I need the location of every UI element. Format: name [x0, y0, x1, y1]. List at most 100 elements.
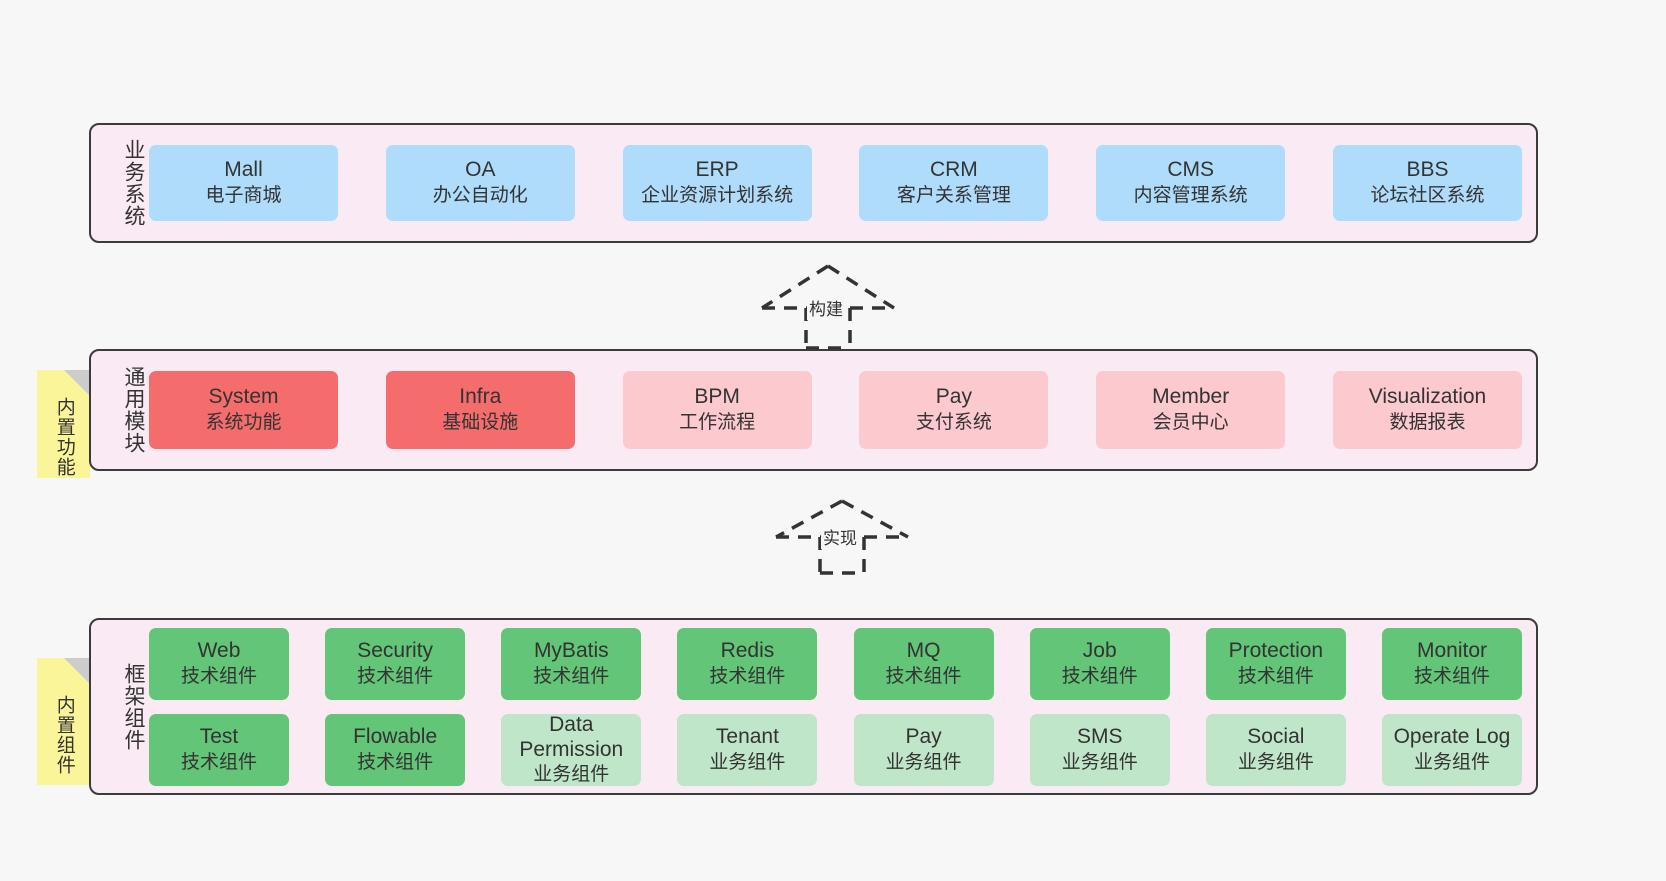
- box-social-subtitle: 业务组件: [1237, 751, 1314, 773]
- box-sms-subtitle: 业务组件: [1061, 751, 1138, 773]
- layer-title-business-systems: 业务系统: [122, 139, 145, 227]
- box-security-subtitle: 技术组件: [357, 665, 434, 687]
- box-sms-title: SMS: [1076, 724, 1123, 748]
- box-test[interactable]: Test 技术组件: [149, 713, 289, 786]
- box-operate-log[interactable]: Operate Log 业务组件: [1381, 713, 1522, 786]
- box-member[interactable]: Member 会员中心: [1096, 371, 1286, 449]
- box-infra[interactable]: Infra 基础设施: [385, 371, 575, 449]
- box-test-subtitle: 技术组件: [180, 751, 257, 773]
- box-visualization[interactable]: Visualization 数据报表: [1332, 371, 1522, 449]
- box-crm-subtitle: 客户关系管理: [896, 185, 1011, 207]
- box-data-permission-subtitle: 业务组件: [533, 763, 610, 785]
- box-bbs-title: BBS: [1406, 158, 1449, 182]
- layer-framework-components: 框架组件 Web 技术组件 Security 技术组件 MyBatis 技术组件…: [89, 618, 1538, 795]
- box-mall[interactable]: Mall 电子商城: [149, 145, 338, 221]
- box-member-subtitle: 会员中心: [1152, 412, 1229, 434]
- box-social[interactable]: Social 业务组件: [1205, 713, 1346, 786]
- box-cms-subtitle: 内容管理系统: [1133, 185, 1248, 207]
- box-redis-title: Redis: [720, 638, 775, 662]
- box-operate-log-title: Operate Log: [1393, 724, 1511, 748]
- sticky-note-builtin-components: 内置组件: [37, 658, 90, 785]
- box-protection[interactable]: Protection 技术组件: [1205, 627, 1346, 700]
- box-protection-subtitle: 技术组件: [1237, 665, 1314, 687]
- box-visualization-subtitle: 数据报表: [1389, 412, 1466, 434]
- box-pay-component-title: Pay: [905, 724, 942, 748]
- box-data-permission[interactable]: Data Permission 业务组件: [501, 712, 642, 786]
- box-sms[interactable]: SMS 业务组件: [1029, 713, 1170, 786]
- framework-row-technical: Web 技术组件 Security 技术组件 MyBatis 技术组件 Redi…: [149, 627, 1522, 700]
- box-security[interactable]: Security 技术组件: [325, 627, 466, 700]
- box-test-title: Test: [199, 724, 239, 748]
- box-flowable-subtitle: 技术组件: [357, 751, 434, 773]
- box-bbs[interactable]: BBS 论坛社区系统: [1332, 145, 1522, 221]
- box-bpm-title: BPM: [694, 385, 740, 409]
- box-bbs-subtitle: 论坛社区系统: [1370, 185, 1485, 207]
- box-mq-title: MQ: [906, 638, 941, 662]
- box-mybatis-title: MyBatis: [533, 638, 609, 662]
- box-social-title: Social: [1247, 724, 1305, 748]
- layer-title-common-modules: 通用模块: [122, 366, 145, 454]
- box-pay-component-subtitle: 业务组件: [885, 751, 962, 773]
- box-mq-subtitle: 技术组件: [885, 665, 962, 687]
- box-job-subtitle: 技术组件: [1061, 665, 1138, 687]
- layer-framework-components-cells: Web 技术组件 Security 技术组件 MyBatis 技术组件 Redi…: [145, 620, 1536, 793]
- box-oa[interactable]: OA 办公自动化: [385, 145, 575, 221]
- connector-build-label: 构建: [807, 295, 845, 320]
- box-erp[interactable]: ERP 企业资源计划系统: [622, 145, 812, 221]
- box-mq[interactable]: MQ 技术组件: [853, 627, 994, 700]
- box-mall-subtitle: 电子商城: [205, 185, 282, 207]
- box-cms-title: CMS: [1167, 158, 1215, 182]
- sticky-note-builtin-components-label: 内置组件: [53, 694, 75, 775]
- box-operate-log-subtitle: 业务组件: [1413, 751, 1490, 773]
- box-tenant[interactable]: Tenant 业务组件: [677, 713, 818, 786]
- box-security-title: Security: [357, 638, 434, 662]
- box-bpm-subtitle: 工作流程: [679, 412, 756, 434]
- layer-business-systems: 业务系统 Mall 电子商城 OA 办公自动化 ERP 企业资源计划系统 CRM…: [89, 123, 1538, 243]
- box-job-title: Job: [1082, 638, 1117, 662]
- box-mybatis[interactable]: MyBatis 技术组件: [501, 627, 642, 700]
- box-visualization-title: Visualization: [1368, 385, 1487, 409]
- box-flowable-title: Flowable: [353, 724, 438, 748]
- box-monitor-subtitle: 技术组件: [1413, 665, 1490, 687]
- connector-implement-label: 实现: [821, 524, 859, 549]
- box-bpm[interactable]: BPM 工作流程: [622, 371, 812, 449]
- box-erp-subtitle: 企业资源计划系统: [641, 185, 794, 207]
- box-tenant-title: Tenant: [715, 724, 779, 748]
- box-crm[interactable]: CRM 客户关系管理: [859, 145, 1049, 221]
- box-oa-title: OA: [465, 158, 496, 182]
- connector-build: 构建: [758, 262, 898, 350]
- box-redis[interactable]: Redis 技术组件: [677, 627, 818, 700]
- layer-common-modules-cells: System 系统功能 Infra 基础设施 BPM 工作流程 Pay 支付系统…: [145, 351, 1536, 469]
- box-flowable[interactable]: Flowable 技术组件: [325, 713, 466, 786]
- layer-title-framework-components: 框架组件: [122, 662, 145, 751]
- sticky-note-builtin-features-label: 内置功能: [53, 397, 75, 477]
- box-system-subtitle: 系统功能: [205, 412, 282, 434]
- layer-business-systems-cells: Mall 电子商城 OA 办公自动化 ERP 企业资源计划系统 CRM 客户关系…: [145, 125, 1536, 241]
- box-system-title: System: [208, 385, 279, 409]
- box-pay-module[interactable]: Pay 支付系统: [859, 371, 1049, 449]
- box-mybatis-subtitle: 技术组件: [533, 665, 610, 687]
- box-crm-title: CRM: [929, 158, 978, 182]
- note-fold-corner-icon: [64, 370, 90, 396]
- box-web-subtitle: 技术组件: [180, 665, 257, 687]
- sticky-note-builtin-features: 内置功能: [37, 370, 90, 478]
- box-erp-title: ERP: [695, 158, 739, 182]
- box-web-title: Web: [197, 638, 241, 662]
- box-cms[interactable]: CMS 内容管理系统: [1096, 145, 1286, 221]
- box-oa-subtitle: 办公自动化: [432, 185, 528, 207]
- box-infra-title: Infra: [459, 385, 502, 409]
- box-mall-title: Mall: [224, 158, 263, 182]
- box-monitor[interactable]: Monitor 技术组件: [1381, 627, 1522, 700]
- box-redis-subtitle: 技术组件: [709, 665, 786, 687]
- box-system[interactable]: System 系统功能: [149, 371, 338, 449]
- box-infra-subtitle: 基础设施: [442, 412, 519, 434]
- box-pay-component[interactable]: Pay 业务组件: [853, 713, 994, 786]
- connector-implement: 实现: [772, 497, 912, 575]
- box-data-permission-title: Data Permission: [519, 712, 624, 762]
- box-job[interactable]: Job 技术组件: [1029, 627, 1170, 700]
- box-member-title: Member: [1152, 385, 1230, 409]
- box-web[interactable]: Web 技术组件: [149, 627, 289, 700]
- framework-row-business: Test 技术组件 Flowable 技术组件 Data Permission …: [149, 712, 1522, 786]
- box-pay-module-title: Pay: [935, 385, 972, 409]
